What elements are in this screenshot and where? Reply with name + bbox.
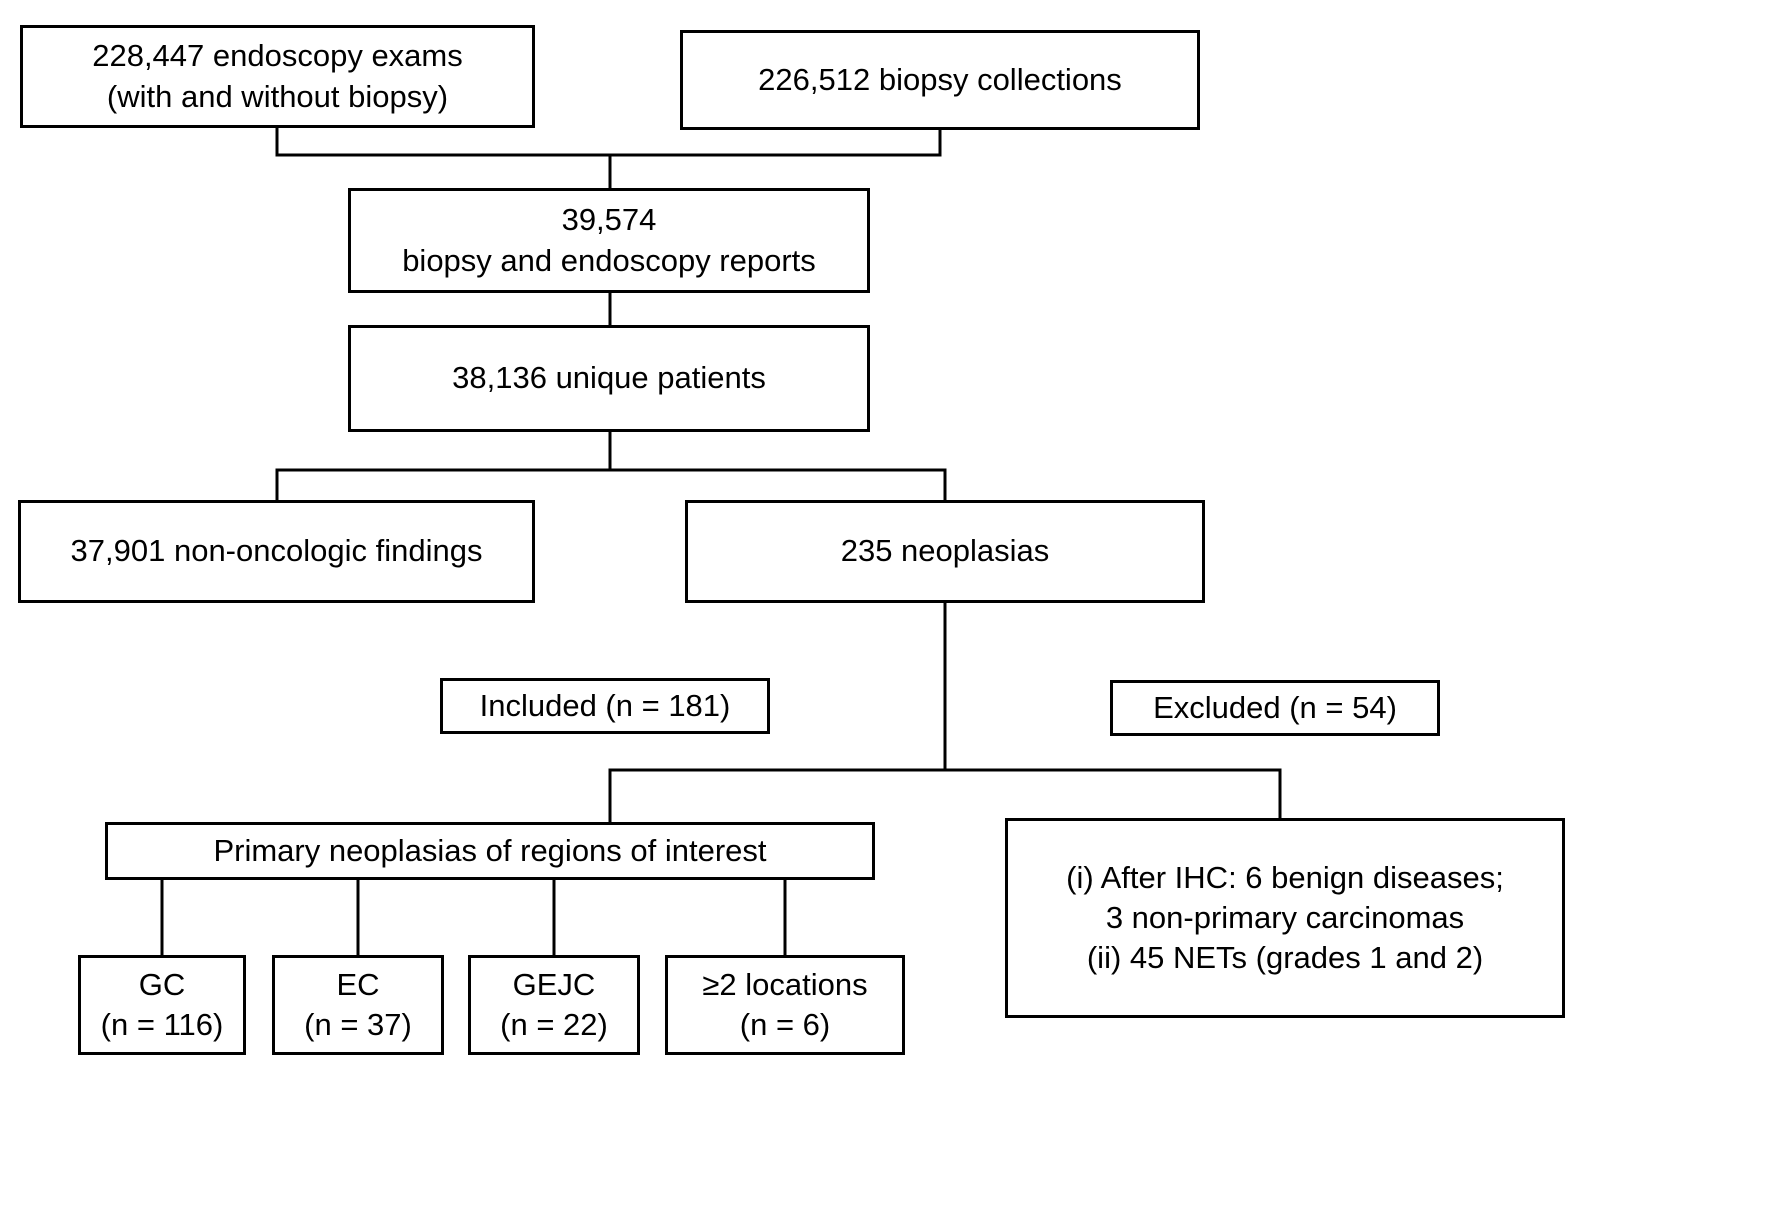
box-neoplasias: 235 neoplasias xyxy=(685,500,1205,603)
label-included: Included (n = 181) xyxy=(440,678,770,734)
box-reports: 39,574 biopsy and endoscopy reports xyxy=(348,188,870,293)
box-primary-neoplasias: Primary neoplasias of regions of interes… xyxy=(105,822,875,880)
box-non-oncologic-findings: 37,901 non-oncologic findings xyxy=(18,500,535,603)
box-unique-patients: 38,136 unique patients xyxy=(348,325,870,432)
box-gejc: GEJC (n = 22) xyxy=(468,955,640,1055)
box-ec: EC (n = 37) xyxy=(272,955,444,1055)
box-biopsy-collections: 226,512 biopsy collections xyxy=(680,30,1200,130)
label-excluded: Excluded (n = 54) xyxy=(1110,680,1440,736)
box-endoscopy-exams: 228,447 endoscopy exams (with and withou… xyxy=(20,25,535,128)
box-gc: GC (n = 116) xyxy=(78,955,246,1055)
box-two-or-more-locations: ≥2 locations (n = 6) xyxy=(665,955,905,1055)
box-excluded-details: (i) After IHC: 6 benign diseases; 3 non-… xyxy=(1005,818,1565,1018)
